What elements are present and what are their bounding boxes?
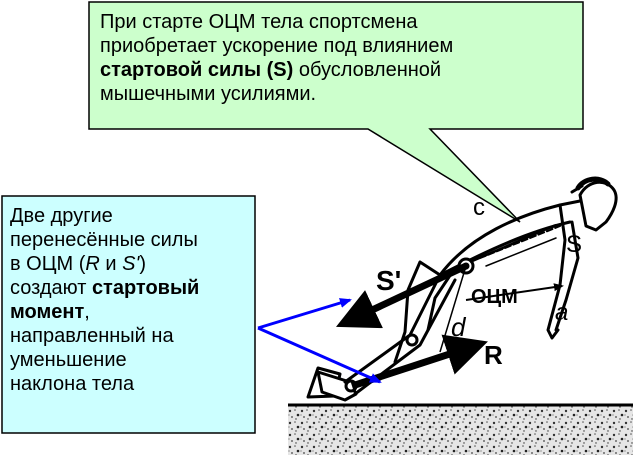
top-callout-line-2: приобретает ускорение под влиянием xyxy=(100,35,454,57)
arrow-s-prime xyxy=(335,262,468,329)
top-callout-line-3-rest: обусловленной xyxy=(293,59,442,81)
arrow-a xyxy=(465,283,564,301)
left-callout-line-7: уменьшение xyxy=(10,349,127,371)
pointer-lines xyxy=(257,298,382,384)
left-callout-bold-1: стартовый xyxy=(91,277,200,299)
label-d: d xyxy=(451,312,467,342)
label-a: a xyxy=(555,299,568,326)
force-arrows xyxy=(335,223,564,390)
left-callout-line-1: Две другие xyxy=(10,205,113,227)
left-callout-r-italic: R xyxy=(85,253,100,275)
left-callout-line-2: перенесённые силы xyxy=(10,229,198,251)
ground xyxy=(288,403,633,455)
label-c: c xyxy=(473,194,485,221)
figure-labels: c S S' ОЦМ a d R xyxy=(376,194,582,370)
lever-d xyxy=(439,265,467,353)
label-r: R xyxy=(484,340,503,370)
left-callout-line-5-rest: , xyxy=(84,301,90,323)
pointer-to-r xyxy=(257,326,382,384)
label-s-prime: S' xyxy=(376,265,401,296)
left-callout-line-3-b: и xyxy=(99,253,123,275)
top-callout xyxy=(88,1,584,223)
left-callout-line-8: наклона тела xyxy=(10,373,135,395)
label-ocm: ОЦМ xyxy=(471,286,518,308)
left-callout-line-4: создают стартовый xyxy=(10,276,255,300)
top-callout-line-1: При старте ОЦМ тела спортсмена xyxy=(100,11,418,33)
top-callout-line-3: стартовой силы (S) обусловленной xyxy=(100,58,570,82)
pointer-to-s-prime xyxy=(257,298,352,330)
left-callout-s-italic: S' xyxy=(122,253,140,275)
left-callout-line-4-a: создают xyxy=(10,277,92,299)
top-callout-line-4: мышечными усилиями. xyxy=(100,83,317,105)
athlete-figure xyxy=(306,176,618,402)
top-callout-text: При старте ОЦМ тела спортсмена приобрета… xyxy=(100,10,570,106)
left-callout-line-3-a: в ОЦМ ( xyxy=(10,253,86,275)
top-callout-bold: стартовой силы (S) xyxy=(100,59,294,81)
left-callout-bold-2: момент xyxy=(10,301,85,323)
left-callout-text: Две другие перенесённые силы в ОЦМ (R и … xyxy=(10,204,255,396)
left-callout-line-3-c: ) xyxy=(139,253,147,275)
left-callout-line-6: направленный на xyxy=(10,325,174,347)
left-callout xyxy=(1,195,256,434)
arrow-s xyxy=(469,223,557,264)
label-s: S xyxy=(566,231,582,258)
left-callout-line-5: момент, xyxy=(10,300,255,324)
left-callout-line-3: в ОЦМ (R и S') xyxy=(10,252,255,276)
